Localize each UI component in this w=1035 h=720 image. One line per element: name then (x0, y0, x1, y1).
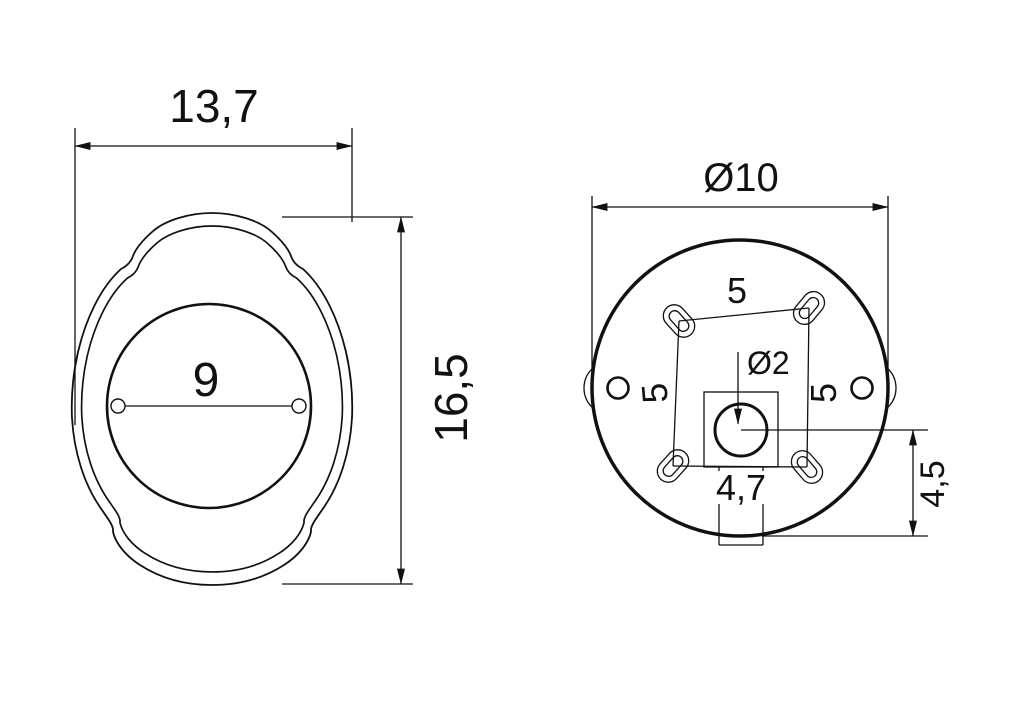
slot-top-left (662, 304, 696, 338)
slot-pitch-right-label: 5 (803, 383, 844, 403)
height-dimension: 16,5 (282, 216, 477, 585)
slot-top-right (792, 290, 826, 326)
slot-pitch-line-top (678, 307, 810, 322)
slot-pitch-left-label: 5 (633, 381, 676, 405)
slot-bottom-left (656, 449, 690, 483)
slot-inner (798, 296, 820, 320)
plate-bore (105, 302, 313, 510)
slot-outer (656, 449, 690, 483)
offset-dimension: 4,5 (741, 429, 952, 537)
slot-pitch-top-label: 5 (727, 270, 747, 311)
bore-width-end-right (291, 398, 307, 414)
diameter-dimension: Ø10 (591, 156, 889, 375)
slot-pitch-line-right (806, 307, 810, 468)
slot-outer (792, 290, 826, 326)
slot-bottom-right (790, 450, 824, 484)
offset-label: 4,5 (914, 460, 952, 507)
width-dimension: 13,7 (74, 80, 353, 425)
left-ear-hole (606, 376, 630, 400)
right-ear-hole (850, 376, 874, 400)
slot-inner (796, 455, 818, 479)
height-label: 16,5 (425, 353, 477, 443)
back-view: Ø2 4,7 5 5 5 Ø10 4,5 (583, 156, 952, 546)
slot-outer (790, 450, 824, 484)
bore-width-end-left (110, 398, 126, 414)
bore-width-label: 9 (193, 354, 220, 407)
tab-width-label-mask (714, 471, 770, 504)
plate-outer-contour (70, 212, 354, 586)
slot-inner (668, 310, 690, 332)
slot-inner (662, 455, 684, 477)
slot-pitch-line-left (672, 320, 680, 467)
tab-width-label: 4,7 (716, 467, 766, 508)
diameter-label: Ø10 (703, 156, 779, 200)
front-view: 9 13,7 16,5 (70, 80, 477, 586)
width-label: 13,7 (169, 80, 259, 132)
body-circle (590, 238, 890, 538)
slot-outer (662, 304, 696, 338)
center-hole-label: Ø2 (747, 345, 790, 381)
